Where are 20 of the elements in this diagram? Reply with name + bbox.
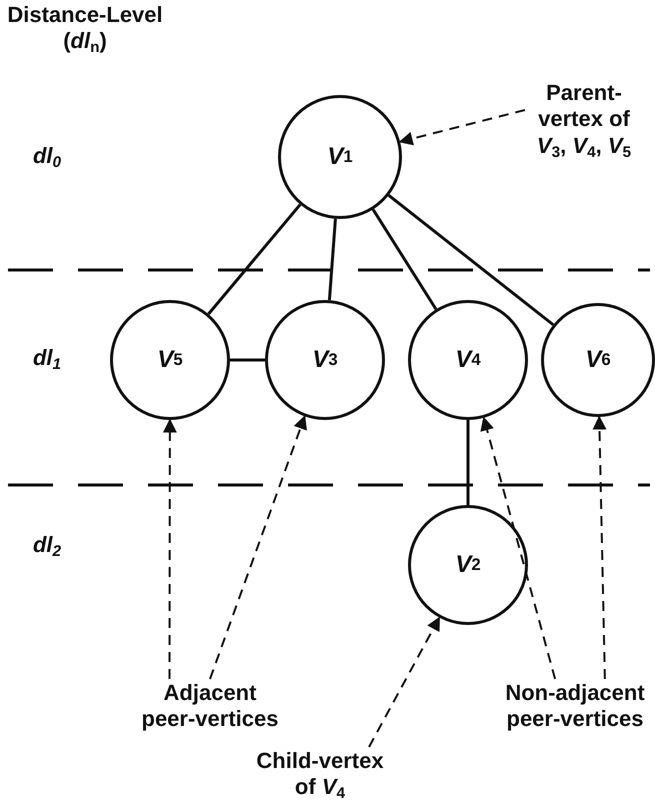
annotation-text: Parent-vertex of V$_{3}$, V$_{4}$, V$_{5}$ <box>525 80 643 162</box>
axis-heading: Distance-Level (dl$_{n}$) <box>6 2 164 58</box>
annotation-text: Adjacent peer-vertices <box>135 680 285 733</box>
level-label: dl$_{0}$ <box>32 143 62 172</box>
edge-line <box>328 218 337 300</box>
level-label: dl$_{2}$ <box>32 532 62 562</box>
edge-line <box>230 358 265 362</box>
annotation-text: Non-adjacent peer-vertices <box>492 680 655 733</box>
edge-line <box>466 420 470 505</box>
leader-line <box>592 416 606 680</box>
edge-line <box>388 194 554 326</box>
level-label: dl$_{1}$ <box>32 345 62 374</box>
leader-line <box>398 109 526 146</box>
leader-line <box>162 418 177 679</box>
edge-line <box>372 208 438 310</box>
edge-line <box>207 204 302 315</box>
annotation-text: Child-vertex of V$_{4}$ <box>250 748 390 804</box>
leader-line <box>368 616 440 748</box>
leader-line <box>480 416 556 680</box>
leader-line <box>209 415 307 680</box>
